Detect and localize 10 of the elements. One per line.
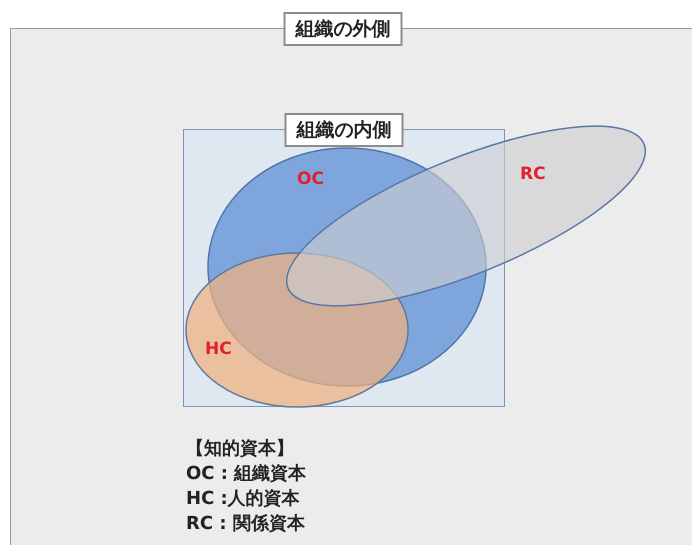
frame-title: 組織の内側 [284,113,404,147]
frame-title: 組織の外側 [284,12,402,46]
region-label: OC [297,169,324,189]
legend-entry: HC :人的資本 [186,487,300,510]
region-label: HC [205,339,232,359]
hc-ellipse [185,252,409,408]
legend-entry: OC : 組織資本 [186,462,306,485]
region-label: RC [520,164,546,184]
legend-entry: RC : 関係資本 [186,512,305,535]
legend-heading: 【知的資本】 [186,437,294,460]
